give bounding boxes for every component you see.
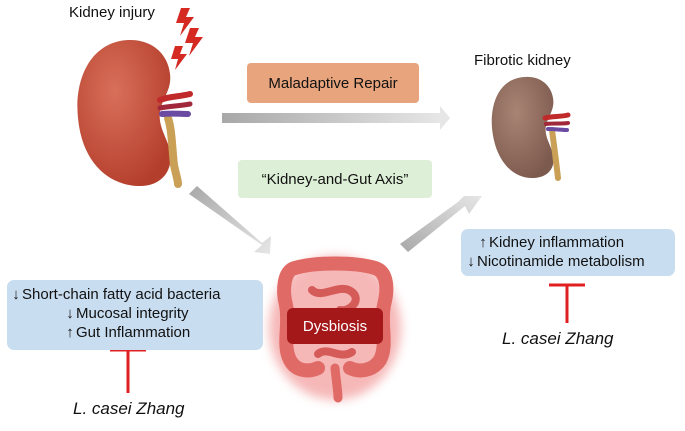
gut-effect-text: Gut Inflammation	[76, 324, 191, 341]
inhibitor-label-left: L. casei Zhang	[73, 399, 185, 418]
inhibitor-label-right: L. casei Zhang	[502, 329, 614, 348]
gut-effect-row: ↓ Mucosal integrity	[7, 304, 263, 323]
down-arrow-icon: ↓	[12, 286, 20, 303]
kidney-effects-panel: ↑ Kidney inflammation ↓ Nicotinamide met…	[461, 229, 675, 276]
kidney-gut-axis-box: “Kidney-and-Gut Axis”	[238, 160, 432, 198]
kidney-effect-text: Kidney inflammation	[489, 234, 625, 251]
fibrotic-kidney-label: Fibrotic kidney	[474, 52, 571, 69]
injured-kidney-illustration	[77, 39, 193, 188]
kidney-effect-row: ↓ Nicotinamide metabolism	[465, 252, 675, 271]
arrow-repair	[222, 106, 450, 130]
down-arrow-icon: ↓	[66, 305, 74, 322]
arrow-gut-to-fibrosis	[400, 196, 482, 252]
gut-effect-text: Short-chain fatty acid bacteria	[22, 286, 221, 303]
down-arrow-icon: ↓	[467, 253, 475, 270]
arrow-kidney-to-gut	[189, 186, 271, 254]
dysbiosis-box: Dysbiosis	[287, 308, 383, 344]
gut-effects-panel: ↓ Short-chain fatty acid bacteria ↓ Muco…	[7, 280, 263, 350]
kidney-effect-row: ↑ Kidney inflammation	[465, 233, 675, 252]
up-arrow-icon: ↑	[479, 234, 487, 251]
fibrotic-kidney-illustration	[491, 76, 571, 181]
up-arrow-icon: ↑	[66, 324, 74, 341]
maladaptive-repair-box: Maladaptive Repair	[247, 63, 419, 103]
gut-effect-row: ↓ Short-chain fatty acid bacteria	[7, 285, 263, 304]
gut-effect-text: Mucosal integrity	[76, 305, 189, 322]
inhibition-left	[110, 348, 146, 393]
kidney-effect-text: Nicotinamide metabolism	[477, 253, 645, 270]
inhibition-right	[549, 283, 585, 323]
kidney-injury-label: Kidney injury	[69, 4, 155, 21]
gut-effect-row: ↑ Gut Inflammation	[7, 323, 263, 342]
lightning-icons	[171, 8, 203, 70]
